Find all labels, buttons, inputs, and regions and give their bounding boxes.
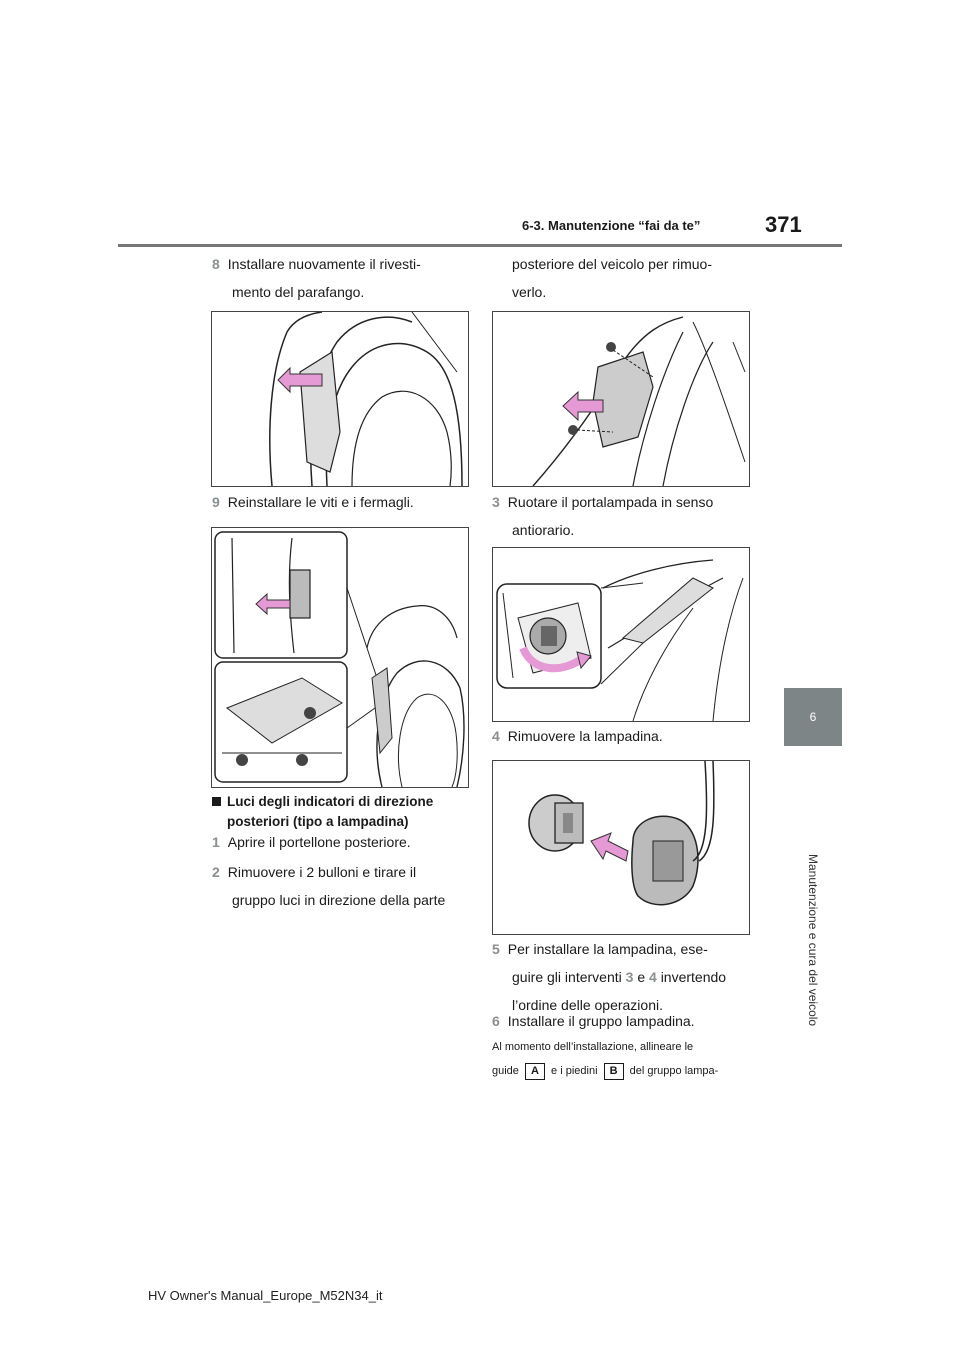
- bullet-square-icon: [212, 797, 221, 806]
- step-number: 4: [492, 728, 500, 744]
- step-number: 9: [212, 494, 220, 510]
- figure-bulb-remove: [492, 760, 750, 935]
- screws-clips-illustration: [214, 531, 465, 787]
- step-2-continued: posteriore del veicolo per rimuo- verlo.: [512, 256, 712, 300]
- fender-liner-illustration: [269, 312, 463, 486]
- light-assembly-illustration: [532, 316, 746, 486]
- chapter-tab: 6: [784, 688, 842, 746]
- label-b-box: B: [603, 1062, 624, 1080]
- figure-bulb-socket-rotate: [492, 547, 750, 722]
- figure-light-assembly: [492, 311, 750, 487]
- bulb-socket-rotate-illustration: [496, 559, 744, 721]
- step-number: 3: [492, 494, 500, 510]
- install-note: Al momento dell’installazione, allineare…: [492, 1035, 772, 1083]
- section-heading: Luci degli indicatori di direzione poste…: [212, 792, 482, 832]
- page-number: 371: [765, 212, 802, 237]
- step-ref-3: 3: [625, 969, 634, 985]
- step-number: 5: [492, 941, 500, 957]
- step-ref-4: 4: [649, 969, 657, 985]
- header-rule: [118, 244, 842, 247]
- label-a-box: A: [524, 1062, 545, 1080]
- step-number: 8: [212, 256, 220, 272]
- figure-screws-clips: [211, 527, 469, 788]
- step-number: 6: [492, 1013, 500, 1029]
- figure-fender-liner: [211, 311, 469, 487]
- step-number: 1: [212, 834, 220, 850]
- bulb-remove-illustration: [528, 761, 715, 906]
- footer-manual-id: HV Owner's Manual_Europe_M52N34_it: [148, 1288, 383, 1303]
- section-title: 6-3. Manutenzione “fai da te”: [522, 218, 701, 233]
- step-number: 2: [212, 864, 220, 880]
- chapter-label: Manutenzione e cura del veicolo: [806, 854, 820, 1027]
